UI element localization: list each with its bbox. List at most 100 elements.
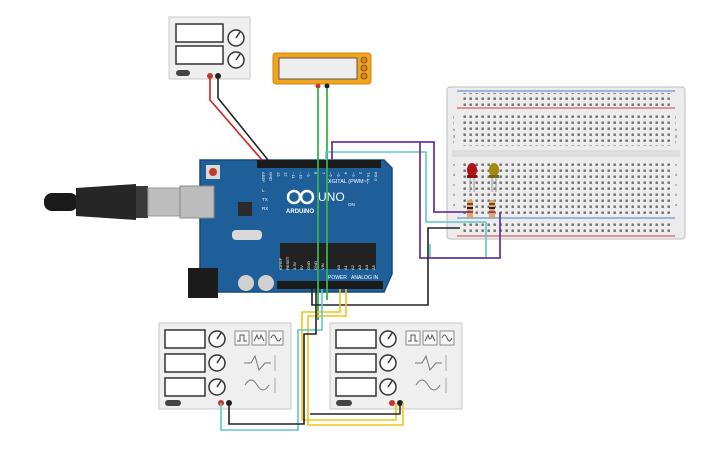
- pin-label: A2: [350, 264, 355, 270]
- wires[interactable]: [209, 79, 501, 431]
- power-analog-header[interactable]: [277, 281, 383, 289]
- l-label: L: [262, 188, 265, 193]
- square-wave-icon: [237, 334, 247, 342]
- row-letter: d: [453, 172, 455, 177]
- pin-label: IOREF: [278, 257, 283, 270]
- digital-header[interactable]: [257, 160, 381, 168]
- wire-black[interactable]: [217, 79, 269, 161]
- pin-label: A0: [336, 264, 341, 270]
- resistor-band: [489, 203, 495, 205]
- function-generator-display: [335, 353, 377, 373]
- row-letter: a: [675, 202, 678, 207]
- wire-purple[interactable]: [419, 142, 501, 259]
- led-yellow-bulb: [489, 163, 499, 177]
- arduino-uno[interactable]: ARDUINO UNO DIGITAL (PWM~) POWER ANALOG …: [179, 159, 393, 298]
- square-wave-button[interactable]: [405, 330, 421, 346]
- wire-black[interactable]: [310, 403, 401, 415]
- waveform-preview-icon: [244, 354, 271, 372]
- mode-button-icon[interactable]: [360, 72, 368, 80]
- row-letter: h: [453, 127, 455, 132]
- usb-plug-body: [76, 184, 136, 220]
- function-generator-right[interactable]: [329, 322, 463, 410]
- led-yellow[interactable]: [489, 163, 499, 192]
- usb-controller-chip: [238, 202, 252, 216]
- mode-button-icon[interactable]: [360, 64, 368, 72]
- mode-button-icon[interactable]: [360, 56, 368, 64]
- reset-button-cap[interactable]: [209, 168, 217, 176]
- power-switch[interactable]: [336, 400, 352, 406]
- usb-plug-neck: [136, 186, 148, 218]
- usb-cable-strain-relief: [44, 193, 78, 211]
- usb-cable[interactable]: [44, 184, 185, 220]
- row-letter: j: [674, 114, 676, 119]
- wire-black[interactable]: [311, 227, 460, 306]
- triangle-wave-icon: [253, 333, 265, 342]
- pin-label: 13: [276, 172, 281, 177]
- wire-yellow[interactable]: [301, 289, 397, 421]
- on-label: ON: [348, 202, 355, 207]
- wire-cyan[interactable]: [325, 151, 486, 223]
- row-letter: j: [452, 114, 454, 119]
- square-wave-icon: [408, 334, 418, 342]
- waveform-preview-icon: [244, 379, 270, 391]
- wire-purple[interactable]: [331, 141, 470, 213]
- square-wave-button[interactable]: [234, 330, 250, 346]
- resistor-band: [489, 211, 495, 213]
- row-letter: c: [675, 182, 677, 187]
- arduino-logo-text: ARDUINO: [286, 209, 314, 215]
- probe-black-terminal[interactable]: [324, 83, 330, 89]
- row-letter: e: [453, 162, 456, 167]
- pin-label: ~11: [291, 172, 296, 179]
- probe-red-terminal[interactable]: [315, 83, 321, 89]
- pin-label: ~9: [306, 172, 311, 177]
- terminal-negative[interactable]: [215, 73, 221, 79]
- row-letter: f: [453, 140, 455, 145]
- wire-cyan[interactable]: [220, 289, 323, 431]
- pin-label: GND: [313, 261, 318, 270]
- triangle-wave-button[interactable]: [251, 330, 267, 346]
- usb-plug-metal: [147, 187, 185, 217]
- multimeter[interactable]: [272, 52, 372, 89]
- resistor-band: [489, 207, 495, 209]
- breadboard-top-rail[interactable]: [460, 93, 672, 106]
- resistor-2[interactable]: [489, 200, 495, 218]
- breadboard-bottom-rail[interactable]: [460, 220, 672, 233]
- led-red[interactable]: [467, 163, 477, 192]
- led-red-base: [467, 175, 477, 178]
- tx-label: TX: [262, 197, 268, 202]
- wire-red[interactable]: [209, 79, 263, 161]
- pin-label: 5V: [299, 265, 304, 270]
- power-switch[interactable]: [176, 70, 190, 76]
- crystal-oscillator: [232, 230, 262, 240]
- triangle-wave-button[interactable]: [422, 330, 438, 346]
- function-generator-display: [335, 329, 377, 349]
- function-generator-left[interactable]: [158, 322, 292, 410]
- multimeter-display: [278, 57, 358, 80]
- terminal-positive[interactable]: [389, 400, 395, 406]
- analog-header-label: ANALOG IN: [351, 275, 379, 281]
- row-letter: h: [675, 127, 677, 132]
- capacitor: [238, 275, 254, 291]
- row-letter: i: [675, 120, 676, 125]
- wire-yellow[interactable]: [307, 289, 404, 426]
- breadboard-upper-strip[interactable]: [460, 114, 672, 146]
- pin-label: AREF: [261, 172, 266, 183]
- power-switch[interactable]: [165, 400, 181, 406]
- row-letter: b: [675, 192, 678, 197]
- row-letter: f: [675, 140, 677, 145]
- pin-label: 8: [314, 172, 319, 175]
- wire-black[interactable]: [228, 289, 317, 425]
- pin-label: RX 0: [374, 172, 379, 182]
- sine-wave-icon: [270, 334, 282, 342]
- resistor-1[interactable]: [467, 200, 473, 218]
- pin-label: GND: [306, 261, 311, 270]
- terminal-positive[interactable]: [207, 73, 213, 79]
- power-supply[interactable]: [168, 16, 251, 80]
- pin-label: 4: [344, 172, 349, 175]
- row-letter: c: [453, 182, 455, 187]
- waveform-preview-icon: [415, 379, 441, 391]
